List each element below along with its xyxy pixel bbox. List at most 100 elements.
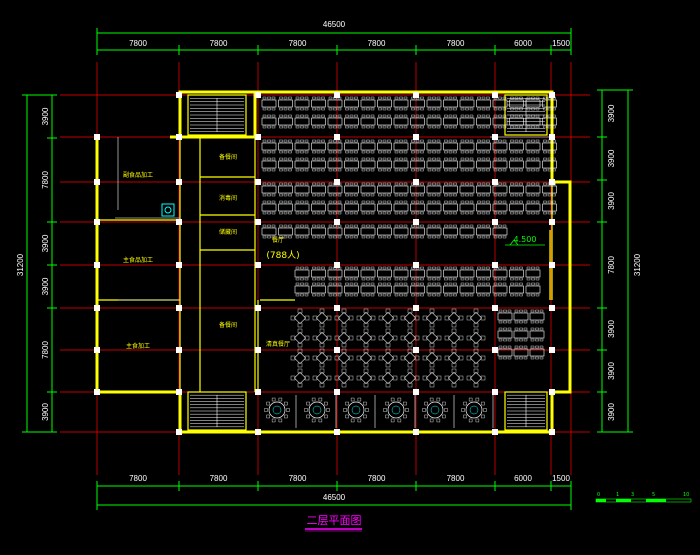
scale-tick-0: 0 — [597, 492, 600, 498]
square-table — [378, 328, 398, 348]
dining-table — [410, 114, 425, 129]
column — [334, 389, 340, 395]
dining-table — [327, 139, 343, 154]
square-table — [466, 368, 486, 388]
column — [413, 305, 419, 311]
dining-table — [344, 157, 359, 172]
dining-table — [509, 157, 524, 172]
square-table — [290, 368, 310, 388]
dining-table — [426, 182, 442, 197]
column — [176, 429, 182, 435]
dining-table — [294, 182, 310, 197]
square-table — [356, 328, 376, 348]
room-label-2: 主食品加工 — [123, 256, 153, 264]
column — [549, 179, 555, 185]
column — [176, 389, 182, 395]
dining-table — [393, 266, 409, 281]
square-table — [400, 368, 420, 388]
dining-table — [459, 96, 475, 111]
left-span-label: 3900 — [41, 277, 50, 295]
dining-table — [360, 266, 376, 281]
column — [549, 429, 555, 435]
square-table — [466, 308, 486, 328]
dining-table — [426, 114, 442, 129]
bottom-span-label: 7800 — [129, 474, 147, 483]
dining-table — [344, 224, 359, 239]
dining-table — [476, 266, 491, 281]
dining-table — [360, 224, 376, 239]
square-table — [356, 348, 376, 368]
dining-table — [542, 182, 557, 197]
dining-table — [410, 200, 425, 215]
dining-table — [311, 182, 326, 197]
fixture-box — [161, 203, 175, 217]
square-table — [334, 308, 354, 328]
dining-table — [294, 282, 310, 297]
dining-table — [513, 309, 529, 324]
private-room-round-tables — [264, 395, 494, 428]
dining-table — [327, 96, 343, 111]
dining-table — [360, 182, 376, 197]
dining-table — [311, 96, 326, 111]
drawing-title: 二层平面图 — [305, 514, 362, 532]
dining-table — [513, 327, 529, 342]
column — [492, 305, 498, 311]
dining-table — [542, 139, 557, 154]
column — [255, 389, 261, 395]
stair — [187, 94, 247, 136]
dining-table — [360, 96, 376, 111]
dining-table — [509, 114, 524, 129]
dining-table — [426, 266, 442, 281]
room-label-1: 副食品加工 — [123, 171, 153, 179]
dining-table — [459, 282, 475, 297]
dining-table — [393, 282, 409, 297]
dining-table — [393, 224, 409, 239]
top-span-label: 7800 — [210, 39, 228, 48]
dining-table — [410, 157, 425, 172]
room-label-3: 主食加工 — [126, 342, 150, 350]
dining-table — [261, 96, 277, 111]
dining-table — [492, 266, 508, 281]
dining-table — [377, 157, 392, 172]
dining-table — [344, 200, 359, 215]
dining-table — [377, 139, 392, 154]
column — [176, 134, 182, 140]
column — [492, 347, 498, 353]
square-table — [378, 348, 398, 368]
column — [413, 429, 419, 435]
stair — [504, 391, 548, 431]
dining-table — [492, 157, 508, 172]
dining-table — [278, 114, 293, 129]
dining-table — [377, 114, 392, 129]
square-table — [334, 368, 354, 388]
dining-table — [443, 224, 458, 239]
dining-table — [344, 182, 359, 197]
dining-table — [393, 139, 409, 154]
round-table — [343, 395, 376, 428]
column — [334, 92, 340, 98]
column — [549, 219, 555, 225]
top-total-label: 46500 — [323, 20, 346, 29]
dining-table — [529, 309, 545, 324]
dining-table — [344, 266, 359, 281]
right-overall-dimension: 31200 — [602, 89, 642, 433]
round-table — [422, 395, 455, 428]
dining-table — [311, 224, 326, 239]
dining-table — [525, 114, 541, 129]
square-table — [312, 348, 332, 368]
dining-table — [459, 224, 475, 239]
dining-table — [542, 114, 557, 129]
top-span-label: 6000 — [514, 39, 532, 48]
scale-tick-1: 1 — [616, 492, 619, 498]
column — [334, 347, 340, 353]
dining-table — [476, 282, 491, 297]
column — [334, 262, 340, 268]
dining-table — [509, 200, 524, 215]
column — [94, 305, 100, 311]
column — [492, 179, 498, 185]
dining-table — [497, 327, 513, 342]
dining-table — [327, 282, 343, 297]
column — [549, 389, 555, 395]
